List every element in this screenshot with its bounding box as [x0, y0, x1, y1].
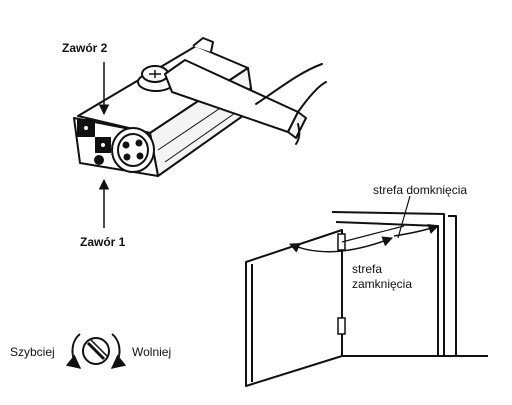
- closer-arm: [164, 59, 307, 139]
- valve-1-label: Zawór 1: [80, 235, 126, 249]
- zone-divider: [341, 225, 405, 243]
- hand-outline: [255, 63, 327, 113]
- door-leaf: [245, 229, 343, 387]
- slower-label: Wolniej: [132, 345, 172, 359]
- piston-head: [111, 127, 155, 173]
- latching-zone-leader: [397, 195, 411, 239]
- valve-2-label: Zawór 2: [62, 41, 108, 55]
- adjust-screw-icon: [82, 337, 110, 365]
- door-frame: [331, 211, 488, 357]
- faster-rotation-arrow: [65, 333, 82, 369]
- hand-curl: [295, 123, 301, 145]
- closing-zone-label-line1: strefa: [352, 262, 383, 276]
- closing-zone-label-line2: zamknięcia: [352, 277, 413, 291]
- valve-block: [77, 119, 111, 165]
- closing-zone-arc: [289, 236, 393, 253]
- latching-zone-label: strefa domknięcia: [373, 183, 468, 197]
- slower-rotation-arrow: [110, 333, 127, 369]
- faster-label: Szybciej: [10, 345, 55, 359]
- spindle-nut: [137, 65, 175, 92]
